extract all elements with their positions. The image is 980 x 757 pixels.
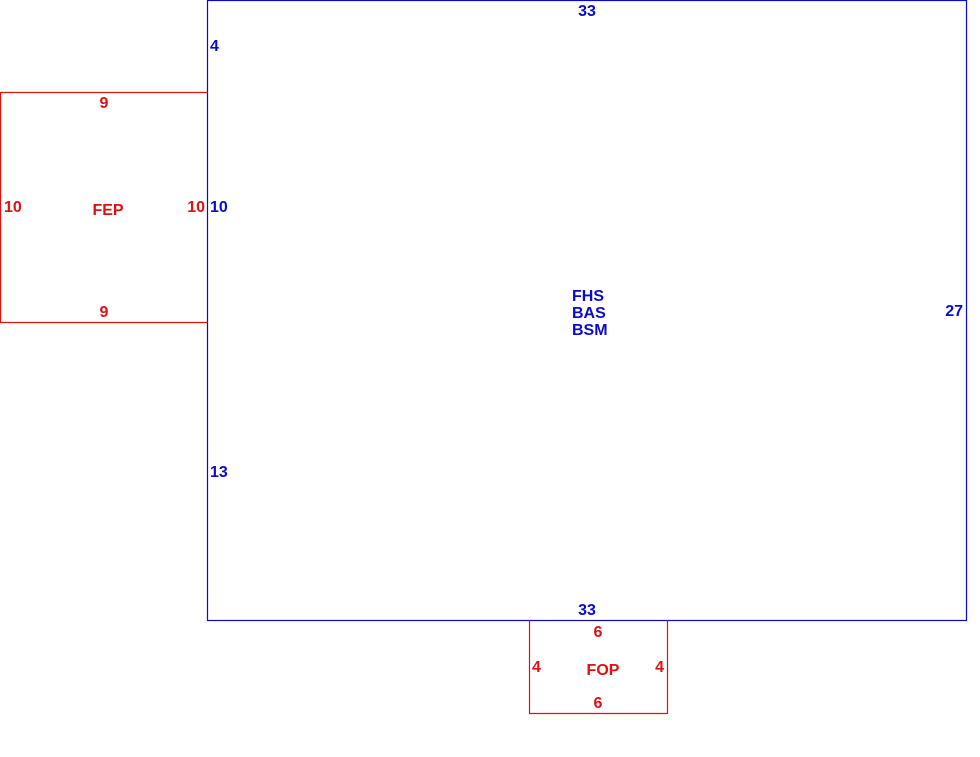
main-right-dimension: 27: [945, 303, 963, 320]
fep-bottom-dimension: 9: [100, 304, 109, 321]
main-top-dimension: 33: [578, 3, 596, 20]
fop-top-dimension: 6: [594, 624, 603, 641]
fop-outline: [528, 620, 669, 715]
main-bottom-dimension: 33: [578, 602, 596, 619]
main-area-code-3: BSM: [572, 322, 608, 339]
fep-right-dimension: 10: [187, 199, 205, 216]
fep-area: 9 9 10 10 FEP: [0, 91, 208, 324]
main-area-code-2: BAS: [572, 305, 606, 322]
fop-code: FOP: [587, 662, 620, 679]
main-left-lower-dimension: 13: [210, 464, 228, 481]
fop-area: 6 6 4 4 FOP: [528, 620, 669, 715]
fop-right-dimension: 4: [655, 659, 664, 676]
fop-bottom-dimension: 6: [594, 695, 603, 712]
fep-top-dimension: 9: [100, 95, 109, 112]
main-area-code-1: FHS: [572, 288, 604, 305]
main-left-upper-dimension: 4: [210, 38, 219, 55]
fop-left-dimension: 4: [532, 659, 541, 676]
fep-outline: [0, 91, 208, 324]
main-area-outline: [206, 0, 968, 622]
main-left-middle-dimension: 10: [210, 199, 228, 216]
fep-code: FEP: [92, 202, 123, 219]
main-area: 33 33 27 4 10 13 FHS BAS BSM: [206, 0, 968, 622]
fep-left-dimension: 10: [4, 199, 22, 216]
